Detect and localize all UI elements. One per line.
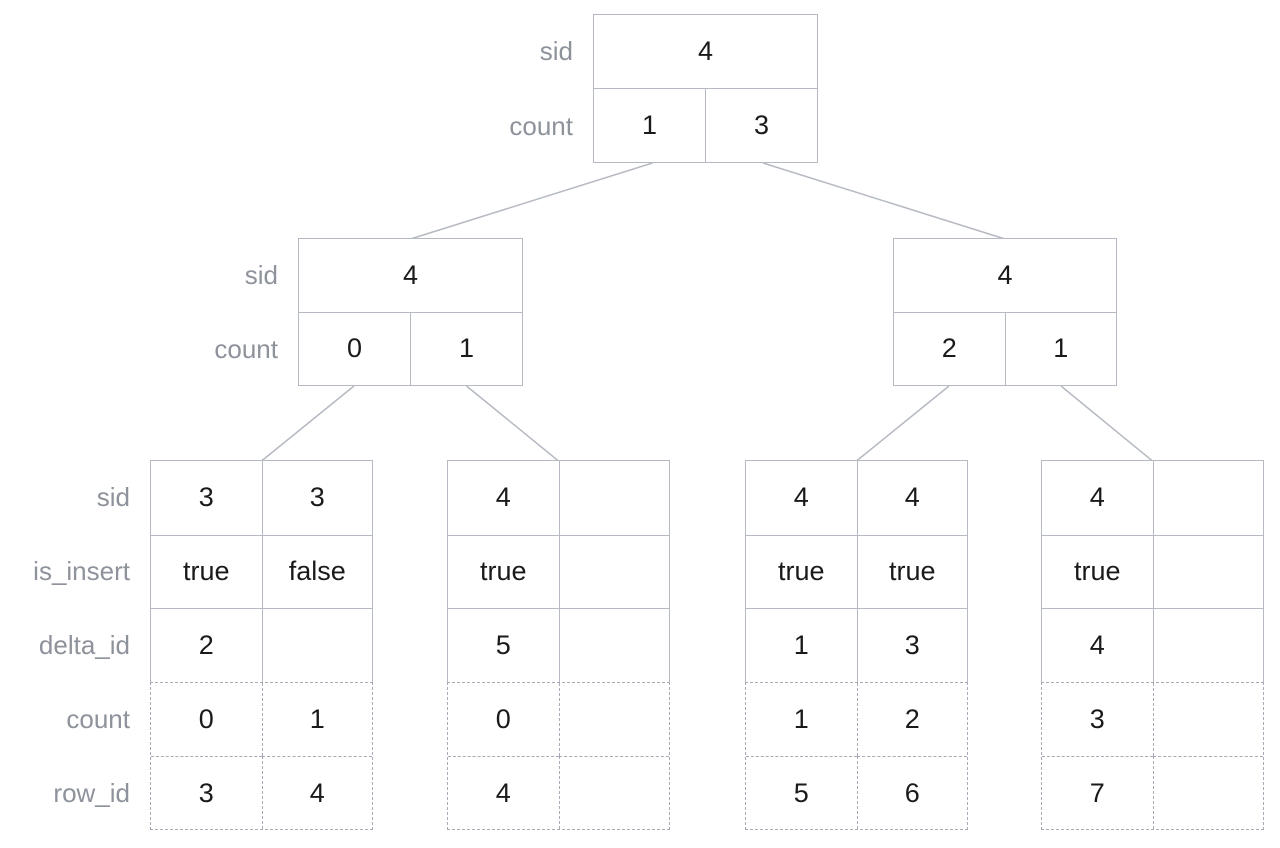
leaf-2-is-insert-1: true (856, 534, 967, 609)
leaf-3-row-id-0: 7 (1042, 756, 1153, 829)
leaf-3-delta-id-0: 4 (1042, 608, 1153, 682)
leaf-3-count-0: 3 (1089, 704, 1105, 734)
mid-left-count-0: 0 (346, 333, 363, 364)
mid-right-sid-value: 4 (894, 239, 1116, 313)
leaf-1-count-0: 0 (495, 704, 511, 734)
leaf-0-row-id-1: 4 (261, 756, 372, 829)
leaf-row-label-sid: sid (96, 481, 130, 512)
edge-root-to-mid-left (410, 162, 653, 240)
mid-right-count-1: 1 (1004, 312, 1117, 385)
mid-right-node: 4 2 1 (893, 238, 1117, 386)
leaf-2-row-id-0: 5 (746, 756, 857, 829)
leaf-0-count-0: 0 (198, 704, 214, 734)
leaf-row-label-delta-id: delta_id (38, 629, 130, 660)
mid-left-row-label-sid: sid (244, 259, 278, 290)
leaf-3-sid-1 (1152, 461, 1264, 535)
leaf-2-row-id-1: 6 (856, 756, 967, 829)
leaf-3-row-id-1 (1152, 756, 1263, 829)
edge-mid-left-to-leaf-0 (261, 385, 355, 462)
root-node: 4 1 3 (593, 14, 818, 163)
leaf-3-is-insert-1 (1152, 534, 1263, 609)
leaf-1-is-insert-1 (558, 534, 669, 609)
leaf-row-label-row-id: row_id (53, 777, 130, 808)
leaf-1-row-id-1 (558, 756, 669, 829)
root-sid-value: 4 (594, 15, 817, 89)
leaf-1-row-id-0: 4 (448, 756, 559, 829)
leaf-1-delta-id-0: 5 (448, 608, 559, 682)
edge-mid-left-to-leaf-1 (466, 385, 559, 462)
mid-left-sid-value: 4 (299, 239, 522, 313)
leaf-row-label-count: count (66, 703, 130, 734)
leaf-2-sid-1: 4 (856, 461, 968, 535)
leaf-0-delta-id-0: 2 (151, 608, 262, 682)
mid-right-count-0: 2 (941, 333, 957, 364)
root-count-1: 3 (705, 89, 817, 162)
edge-root-to-mid-right (762, 162, 1006, 240)
leaf-2-count-0: 1 (793, 704, 809, 734)
leaf-1-count-1 (558, 683, 670, 756)
leaf-2-delta-id-1: 3 (856, 608, 967, 682)
leaf-node-3: 4 true 4 3 7 (1041, 460, 1264, 830)
leaf-1-delta-id-1 (558, 608, 669, 682)
leaf-1-sid-1 (558, 461, 670, 535)
edge-mid-right-to-leaf-3 (1060, 385, 1153, 462)
leaf-2-count-1: 2 (856, 683, 968, 756)
root-row-label-count: count (509, 110, 573, 141)
leaf-0-delta-id-1 (261, 608, 372, 682)
leaf-3-count-1 (1152, 683, 1264, 756)
leaf-0-is-insert-0: true (151, 534, 262, 609)
leaf-3-is-insert-0: true (1042, 534, 1153, 609)
mid-left-node: 4 0 1 (298, 238, 523, 386)
edge-mid-right-to-leaf-2 (856, 385, 950, 462)
leaf-1-is-insert-0: true (448, 534, 559, 609)
root-row-label-sid: sid (539, 35, 573, 66)
leaf-0-sid-0: 3 (198, 482, 214, 513)
leaf-2-sid-0: 4 (793, 482, 809, 513)
leaf-3-sid-0: 4 (1089, 482, 1105, 513)
leaf-node-2: 4 4 true true 1 3 1 2 5 6 (745, 460, 968, 830)
leaf-0-count-1: 1 (261, 683, 373, 756)
leaf-node-1: 4 true 5 0 4 (447, 460, 670, 830)
leaf-1-sid-0: 4 (495, 482, 511, 513)
leaf-0-sid-1: 3 (261, 461, 373, 535)
leaf-row-label-is-insert: is_insert (33, 555, 130, 586)
leaf-node-0: 3 3 true false 2 0 1 3 4 (150, 460, 373, 830)
mid-left-count-1: 1 (410, 312, 522, 385)
leaf-2-delta-id-0: 1 (746, 608, 857, 682)
leaf-0-row-id-0: 3 (151, 756, 262, 829)
leaf-3-delta-id-1 (1152, 608, 1263, 682)
root-count-0: 1 (641, 110, 658, 140)
mid-left-row-label-count: count (214, 333, 278, 364)
leaf-0-is-insert-1: false (261, 534, 372, 609)
leaf-2-is-insert-0: true (746, 534, 857, 609)
